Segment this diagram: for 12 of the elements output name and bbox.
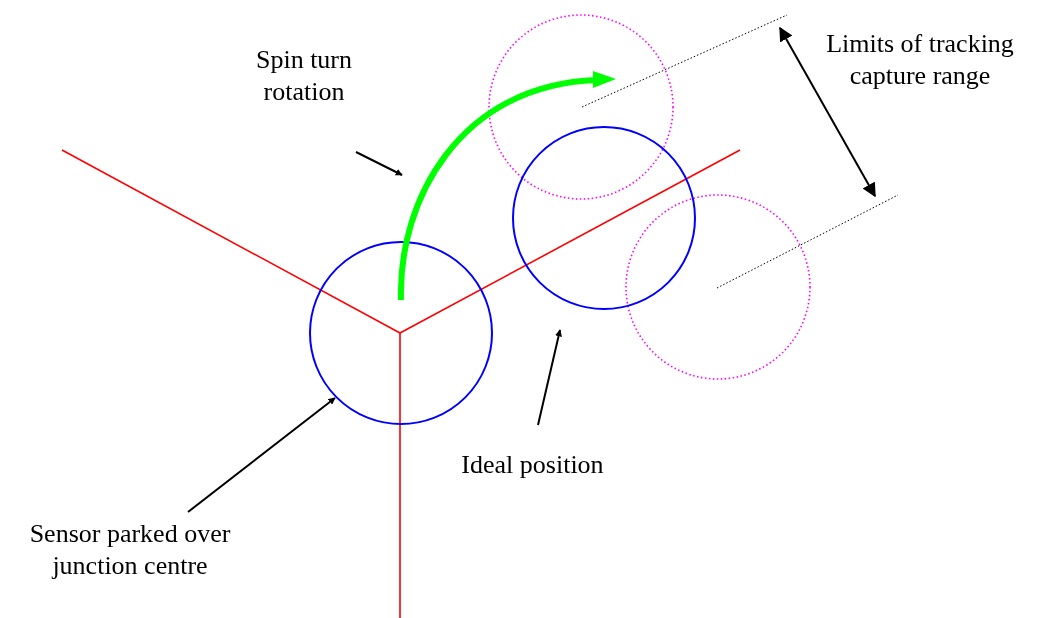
sensor-circle xyxy=(512,126,696,310)
callout-text: Ideal position xyxy=(430,449,635,481)
leader-arrow xyxy=(355,151,403,176)
capture-limit-circle xyxy=(625,194,811,380)
callout-text: Limits of tracking capture range xyxy=(810,28,1030,92)
sensor-circle xyxy=(309,241,493,425)
callout-text: Sensor parked over junction centre xyxy=(4,518,256,582)
leader-arrow xyxy=(187,397,336,513)
rotation-arrow xyxy=(398,71,616,301)
callout-text: Spin turn rotation xyxy=(226,44,382,108)
capture-limit-circle xyxy=(488,14,674,200)
leader-arrow xyxy=(537,329,562,426)
